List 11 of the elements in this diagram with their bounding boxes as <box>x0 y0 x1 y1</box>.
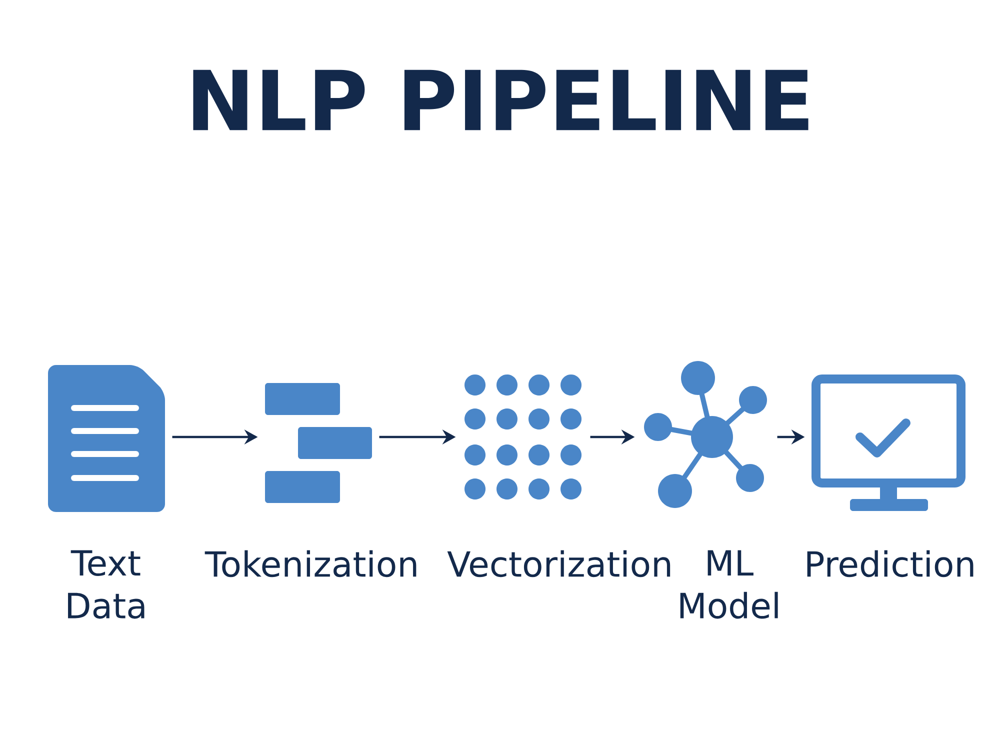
title: NLP PIPELINE <box>193 70 808 130</box>
node-label: Tokenization <box>204 550 416 578</box>
dot-grid-icon <box>464 374 582 500</box>
network-icon <box>644 361 767 508</box>
node-label: Text Data <box>68 550 144 619</box>
document-icon <box>48 365 165 512</box>
monitor-check-icon <box>812 374 966 511</box>
token-blocks-icon <box>265 383 372 503</box>
node-label: Vectorization <box>447 550 670 578</box>
node-label: Prediction <box>807 550 974 578</box>
node-label: ML Model <box>680 550 778 619</box>
